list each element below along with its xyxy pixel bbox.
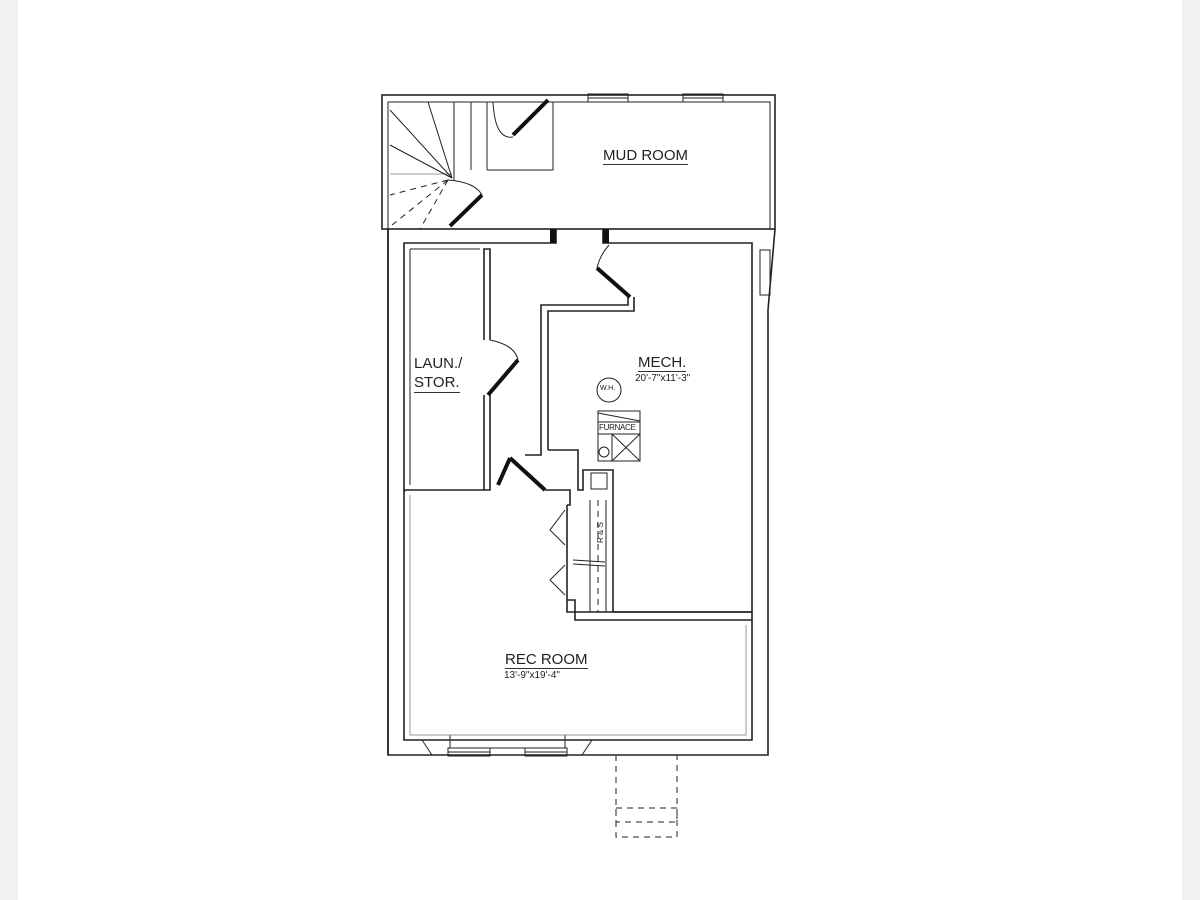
laundry-label: LAUN./ STOR.: [414, 354, 462, 393]
mech-label: MECH.: [638, 354, 687, 372]
mech-dimensions: 20'-7"x11'-3": [635, 373, 691, 384]
laundry-label-line2: STOR.: [414, 374, 460, 393]
windows: [421, 93, 771, 757]
floor-plan-sheet: [18, 0, 1182, 900]
rec-room-walls: [403, 490, 753, 741]
laundry-label-line1: LAUN./: [414, 355, 463, 372]
staircase: [389, 98, 554, 230]
laundry-walls: [403, 248, 520, 492]
mud-room-walls: [381, 94, 776, 230]
mech-walls: [508, 244, 753, 621]
furnace-icon: [597, 410, 641, 462]
rod-shelf-label: R & S: [595, 522, 605, 543]
mud-room-bottom-wall: [403, 229, 753, 612]
water-heater-icon: [596, 377, 622, 403]
exterior-stoop-dashed: [615, 755, 678, 838]
rec-room-dimensions: 13'-9"x19'-4": [504, 670, 560, 681]
exterior-walls: [387, 228, 776, 756]
rec-room-label: REC ROOM: [505, 651, 588, 669]
furnace-label: FURNACE: [599, 423, 636, 432]
mud-room-label: MUD ROOM: [603, 147, 688, 165]
water-heater-label: W.H.: [600, 385, 616, 392]
